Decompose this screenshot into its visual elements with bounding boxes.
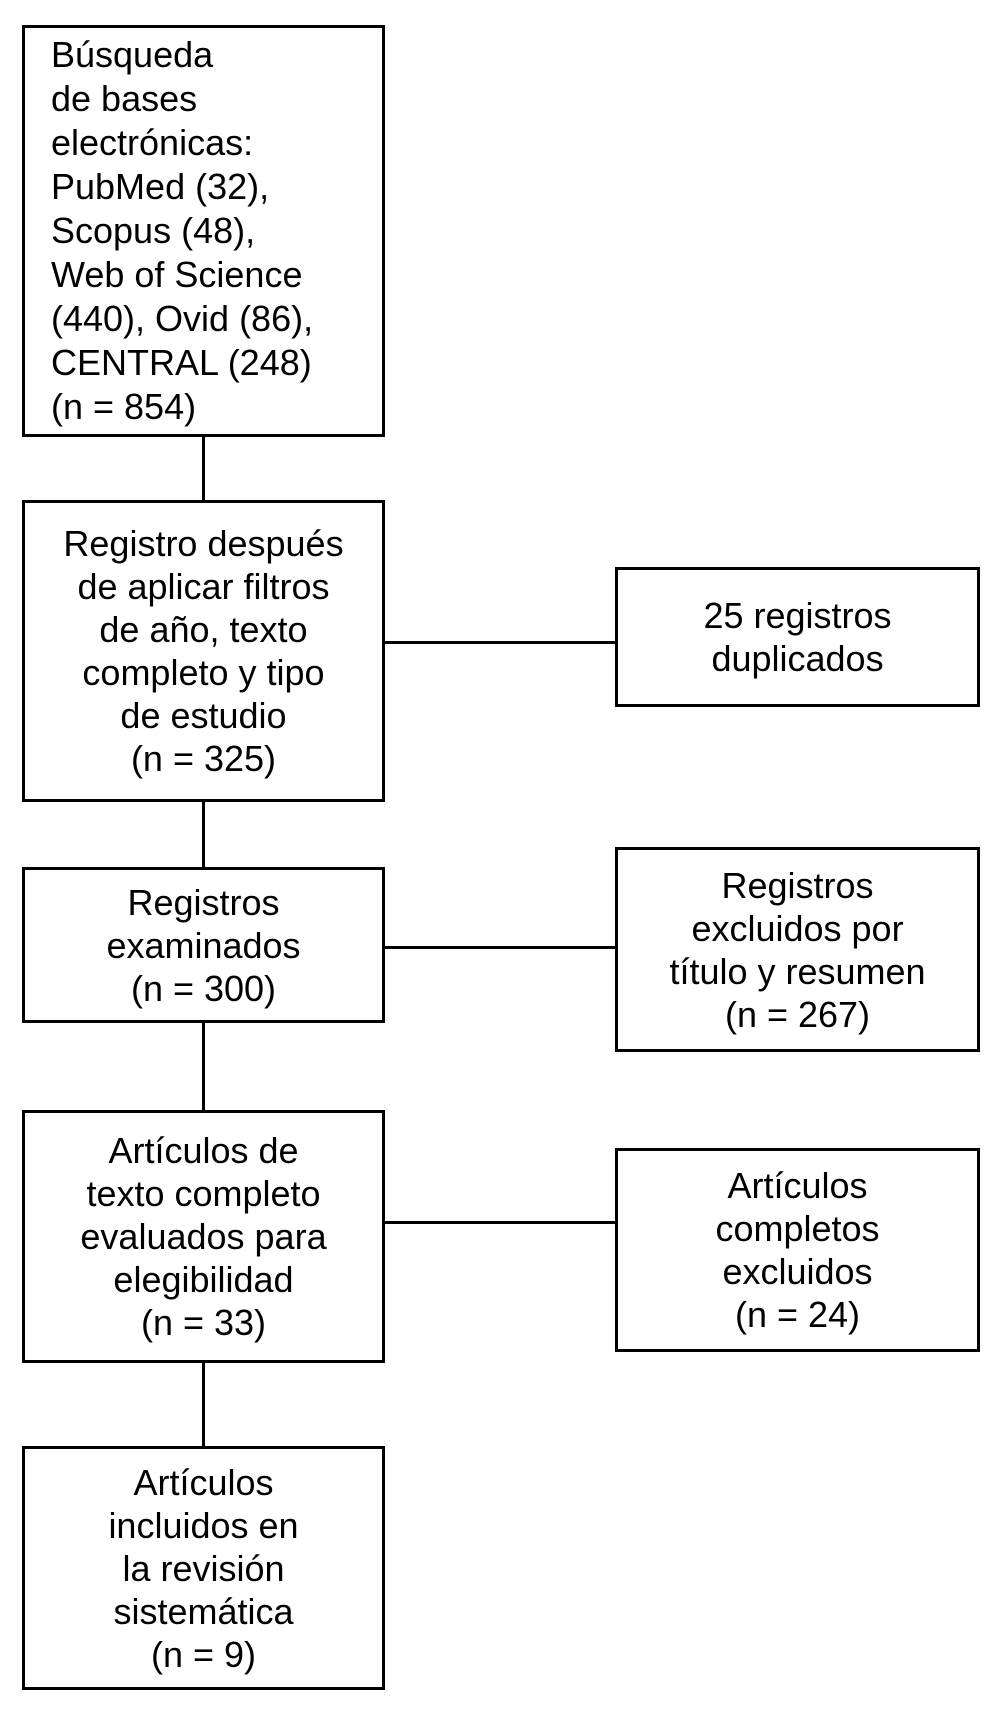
flow-box-records-screened: Registros examinados (n = 300) bbox=[22, 867, 385, 1023]
flow-box-fulltext-assessed-text: Artículos de texto completo evaluados pa… bbox=[80, 1130, 327, 1343]
flow-box-database-search-text: Búsqueda de bases electrónicas: PubMed (… bbox=[51, 34, 314, 427]
flow-box-excluded-fulltext-text: Artículos completos excluidos (n = 24) bbox=[715, 1165, 880, 1335]
flow-box-excluded-title-abstract: Registros excluidos por título y resumen… bbox=[615, 847, 980, 1052]
flow-box-database-search: Búsqueda de bases electrónicas: PubMed (… bbox=[22, 25, 385, 437]
flow-box-excluded-fulltext: Artículos completos excluidos (n = 24) bbox=[615, 1148, 980, 1352]
flow-box-fulltext-assessed: Artículos de texto completo evaluados pa… bbox=[22, 1110, 385, 1363]
flow-box-after-filters: Registro después de aplicar filtros de a… bbox=[22, 500, 385, 802]
flow-box-duplicates-text: 25 registros duplicados bbox=[703, 595, 892, 679]
connector-screened-to-excluded bbox=[385, 946, 615, 949]
flow-box-after-filters-text: Registro después de aplicar filtros de a… bbox=[63, 523, 344, 779]
flow-box-included-review-text: Artículos incluidos en la revisión siste… bbox=[108, 1461, 299, 1675]
connector-fulltext-to-excluded bbox=[385, 1221, 615, 1224]
connector-search-to-filtered bbox=[202, 437, 205, 500]
connector-fulltext-to-included bbox=[202, 1363, 205, 1446]
flow-box-excluded-title-abstract-text: Registros excluidos por título y resumen… bbox=[669, 864, 926, 1035]
flow-box-duplicates: 25 registros duplicados bbox=[615, 567, 980, 707]
flow-box-records-screened-text: Registros examinados (n = 300) bbox=[106, 881, 301, 1009]
connector-filtered-to-screened bbox=[202, 802, 205, 867]
connector-screened-to-fulltext bbox=[202, 1023, 205, 1110]
flow-box-included-review: Artículos incluidos en la revisión siste… bbox=[22, 1446, 385, 1690]
connector-filtered-to-duplicates bbox=[385, 641, 615, 644]
